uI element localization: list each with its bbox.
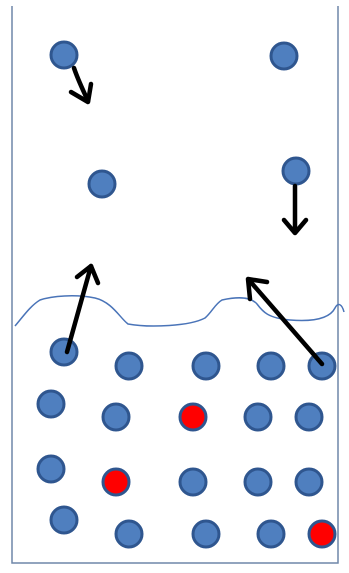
solvent-particle (114, 519, 144, 549)
solvent-particle (191, 519, 221, 549)
container-outline (11, 6, 339, 564)
solvent-particle (294, 467, 324, 497)
arrow-up-head (74, 263, 101, 286)
solvent-particle (49, 337, 79, 367)
vapor-particle (49, 40, 79, 70)
liquid-surface (14, 295, 345, 327)
solvent-particle (243, 467, 273, 497)
vapor-particle (269, 41, 299, 71)
solvent-particle (36, 389, 66, 419)
arrow-down-head (281, 217, 309, 236)
solvent-particle (294, 402, 324, 432)
arrow-up (246, 277, 325, 367)
solvent-particle (256, 351, 286, 381)
arrow-up (64, 263, 94, 355)
arrow-down-head (68, 81, 94, 105)
solute-particle (178, 402, 208, 432)
solvent-particle (36, 454, 66, 484)
solute-particle (307, 519, 337, 549)
arrow-up-head (245, 276, 270, 302)
motion-arrows (64, 65, 325, 367)
solvent-particle (114, 351, 144, 381)
solute-particle (101, 467, 131, 497)
solvent-particle (243, 402, 273, 432)
solvent-particle (191, 351, 221, 381)
solvent-particle (178, 467, 208, 497)
vapor-particle (87, 169, 117, 199)
solvent-particle (101, 402, 131, 432)
vapor-particle (281, 156, 311, 186)
solvent-particle (49, 505, 79, 535)
liquid-particles (36, 337, 337, 549)
solvent-particle (256, 519, 286, 549)
vapor-particles (49, 40, 311, 199)
